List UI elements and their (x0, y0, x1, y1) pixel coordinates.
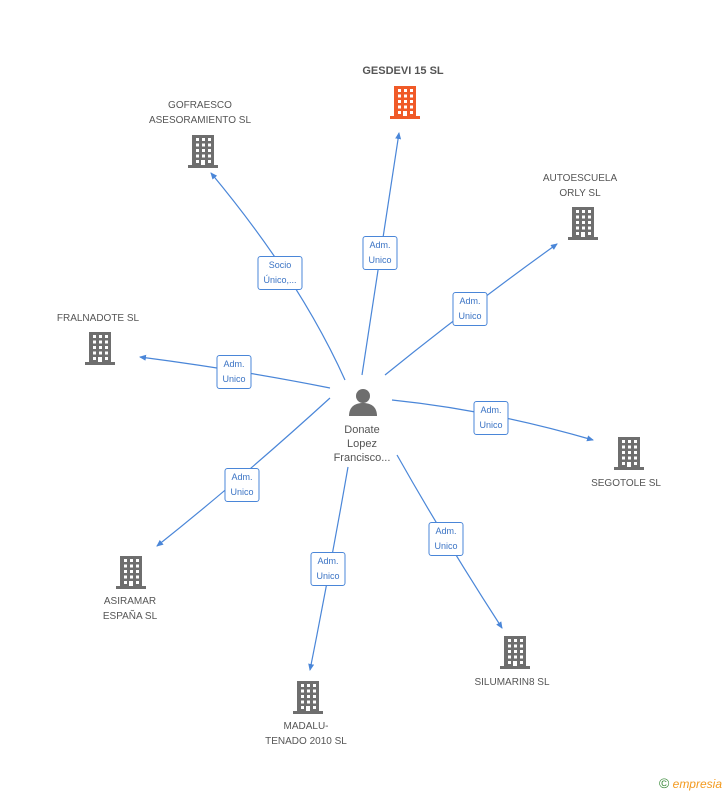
building-icon-fralnadote[interactable] (85, 331, 115, 370)
copyright-icon: © (658, 775, 670, 791)
watermark: © empresia (659, 775, 722, 791)
company-label-autoescuela[interactable]: AUTOESCUELA ORLY SL (542, 173, 618, 199)
person-icon[interactable] (348, 387, 378, 417)
building-icon-gesdevi[interactable] (390, 85, 420, 124)
relation-label-segotole: Adm. Unico (473, 401, 509, 435)
building-icon-silumarin[interactable] (500, 635, 530, 674)
company-label-silumarin[interactable]: SILUMARIN8 SL (474, 677, 550, 688)
company-label-gesdevi[interactable]: GESDEVI 15 SL (362, 65, 444, 77)
relation-label-asiramar: Adm. Unico (224, 468, 260, 502)
company-label-asiramar[interactable]: ASIRAMAR ESPAÑA SL (102, 596, 158, 622)
relation-label-gofraesco: Socio Único,... (257, 256, 303, 290)
company-label-gofraesco[interactable]: GOFRAESCO ASESORAMIENTO SL (148, 100, 252, 126)
relation-label-autoescuela: Adm. Unico (452, 292, 488, 326)
building-icon-segotole[interactable] (614, 436, 644, 475)
person-label[interactable]: Donate Lopez Francisco... (333, 424, 391, 464)
relation-label-fralnadote: Adm. Unico (216, 355, 252, 389)
building-icon-gofraesco[interactable] (188, 134, 218, 173)
relation-label-silumarin: Adm. Unico (428, 522, 464, 556)
company-label-fralnadote[interactable]: FRALNADOTE SL (56, 313, 140, 324)
brand-logo: empresia (672, 777, 722, 791)
company-label-segotole[interactable]: SEGOTOLE SL (591, 478, 661, 489)
company-label-madalu[interactable]: MADALU- TENADO 2010 SL (265, 721, 347, 747)
building-icon-asiramar[interactable] (116, 555, 146, 594)
relation-label-gesdevi: Adm. Unico (362, 236, 398, 270)
relation-label-madalu: Adm. Unico (310, 552, 346, 586)
building-icon-autoescuela[interactable] (568, 206, 598, 245)
building-icon-madalu[interactable] (293, 680, 323, 719)
